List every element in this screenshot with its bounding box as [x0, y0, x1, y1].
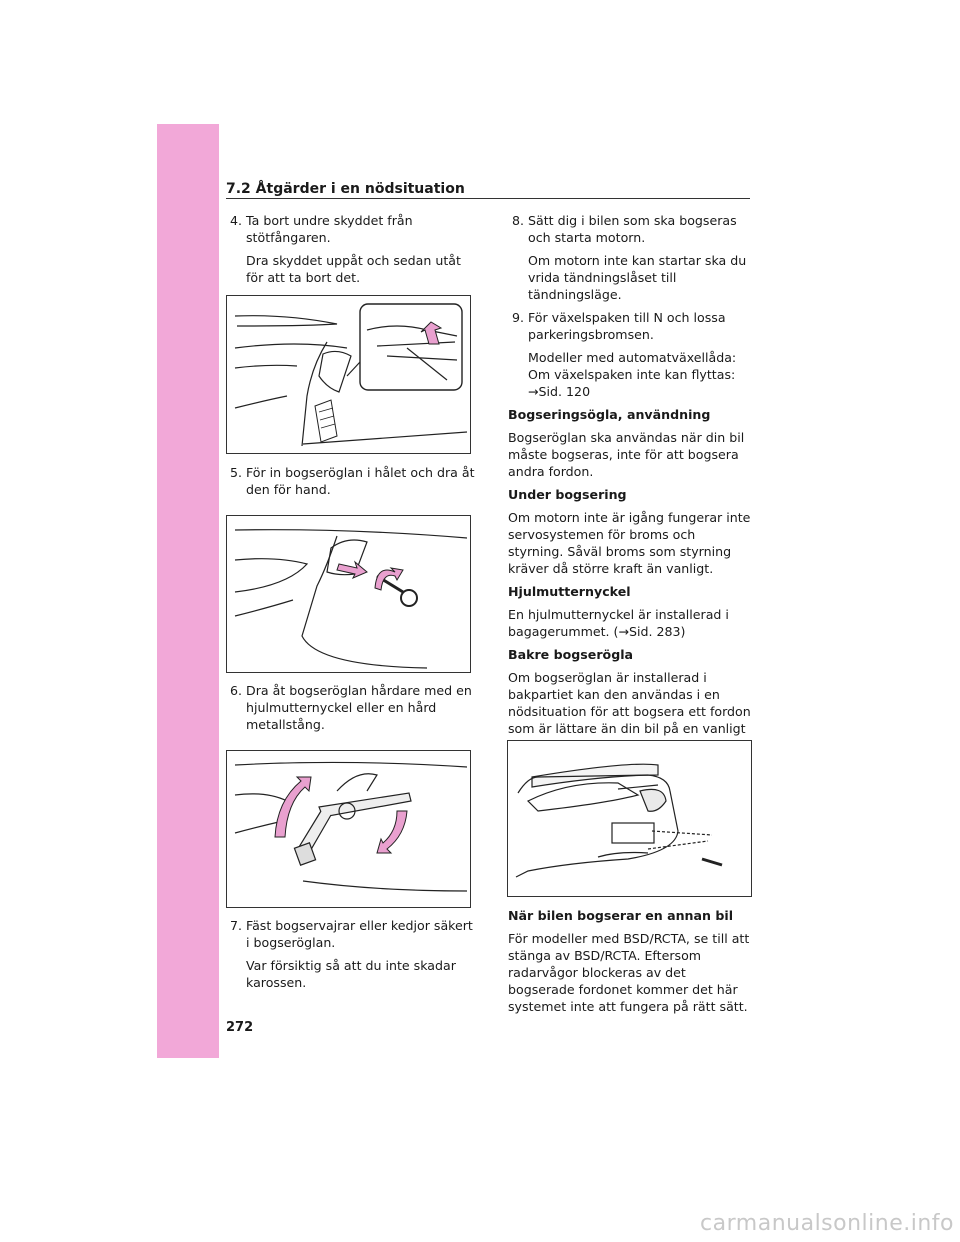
- step-number: 7.: [229, 918, 242, 933]
- figure-tighten-eyelet: [226, 750, 471, 908]
- rear-towing-illustration: [515, 763, 723, 878]
- left-column-step6: 6. Dra åt bogseröglan hårdare med en hju…: [226, 682, 476, 733]
- step-text: Sätt dig i bilen som ska bogseras och st…: [528, 213, 737, 245]
- section-title: 7.2 Åtgärder i en nödsituation: [226, 181, 465, 197]
- step-note: Modeller med automatväxellåda: Om växels…: [528, 350, 737, 382]
- left-column: 4. Ta bort undre skyddet från stötfångar…: [226, 212, 476, 286]
- step-text: För växelspaken till N och lossa parkeri…: [528, 310, 726, 342]
- paragraph-during-towing: Om motorn inte är igång fungerar inte se…: [508, 510, 751, 576]
- tighten-eyelet-illustration: [234, 761, 468, 892]
- heading-wheel-wrench: Hjulmutternyckel: [508, 584, 631, 599]
- step-number: 6.: [229, 683, 242, 698]
- step-text: Ta bort undre skyddet från stötfångaren.: [246, 213, 413, 245]
- step-number: 4.: [229, 213, 242, 228]
- left-column-step7: 7. Fäst bogservajrar eller kedjor säkert…: [226, 917, 476, 991]
- page-reference: →Sid. 120: [528, 384, 591, 399]
- step-note: Var försiktig så att du inte skadar karo…: [246, 958, 456, 990]
- figure-remove-cover: [226, 295, 471, 454]
- paragraph-towing-other-car: För modeller med BSD/RCTA, se till att s…: [508, 931, 750, 1014]
- right-column-bottom: När bilen bogserar en annan bil För mode…: [508, 907, 752, 1015]
- step-6: 6. Dra åt bogseröglan hårdare med en hju…: [226, 682, 476, 733]
- step-number: 8.: [511, 213, 524, 228]
- step-text: Fäst bogservajrar eller kedjor säkert i …: [246, 918, 473, 950]
- paragraph-wheel-wrench: En hjulmutternyckel är installerad i bag…: [508, 607, 729, 639]
- step-text: För in bogseröglan i hålet och dra åt de…: [246, 465, 475, 497]
- step-number: 9.: [511, 310, 524, 325]
- chapter-side-tab: [157, 124, 219, 1058]
- figure-insert-eyelet: [226, 515, 471, 673]
- step-text: Dra åt bogseröglan hårdare med en hjulmu…: [246, 683, 472, 732]
- insert-eyelet-illustration: [234, 529, 468, 669]
- step-4: 4. Ta bort undre skyddet från stötfångar…: [226, 212, 476, 246]
- remove-cover-illustration: [234, 303, 468, 447]
- heading-during-towing: Under bogsering: [508, 487, 627, 502]
- right-column: 8. Sätt dig i bilen som ska bogseras och…: [508, 212, 752, 754]
- step-9: 9. För växelspaken till N och lossa park…: [508, 309, 752, 343]
- left-column-step5: 5. För in bogseröglan i hålet och dra åt…: [226, 464, 476, 498]
- figure-rear-towing: [507, 740, 752, 897]
- step-note: Om motorn inte kan startar ska du vrida …: [528, 253, 747, 302]
- heading-towing-other-car: När bilen bogserar en annan bil: [508, 908, 734, 923]
- section-header: 7.2 Åtgärder i en nödsituation: [226, 178, 750, 199]
- watermark: carmanualsonline.info: [700, 1211, 954, 1236]
- heading-rear-eyelet: Bakre bogserögla: [508, 647, 634, 662]
- page-number: 272: [226, 1020, 254, 1035]
- step-7: 7. Fäst bogservajrar eller kedjor säkert…: [226, 917, 476, 951]
- step-8: 8. Sätt dig i bilen som ska bogseras och…: [508, 212, 752, 246]
- step-number: 5.: [229, 465, 242, 480]
- paragraph-towing-eyelet: Bogseröglan ska användas när din bil mås…: [508, 430, 745, 479]
- heading-towing-eyelet: Bogseringsögla, användning: [508, 407, 711, 422]
- step-note: Dra skyddet uppåt och sedan utåt för att…: [246, 253, 461, 285]
- step-5: 5. För in bogseröglan i hålet och dra åt…: [226, 464, 476, 498]
